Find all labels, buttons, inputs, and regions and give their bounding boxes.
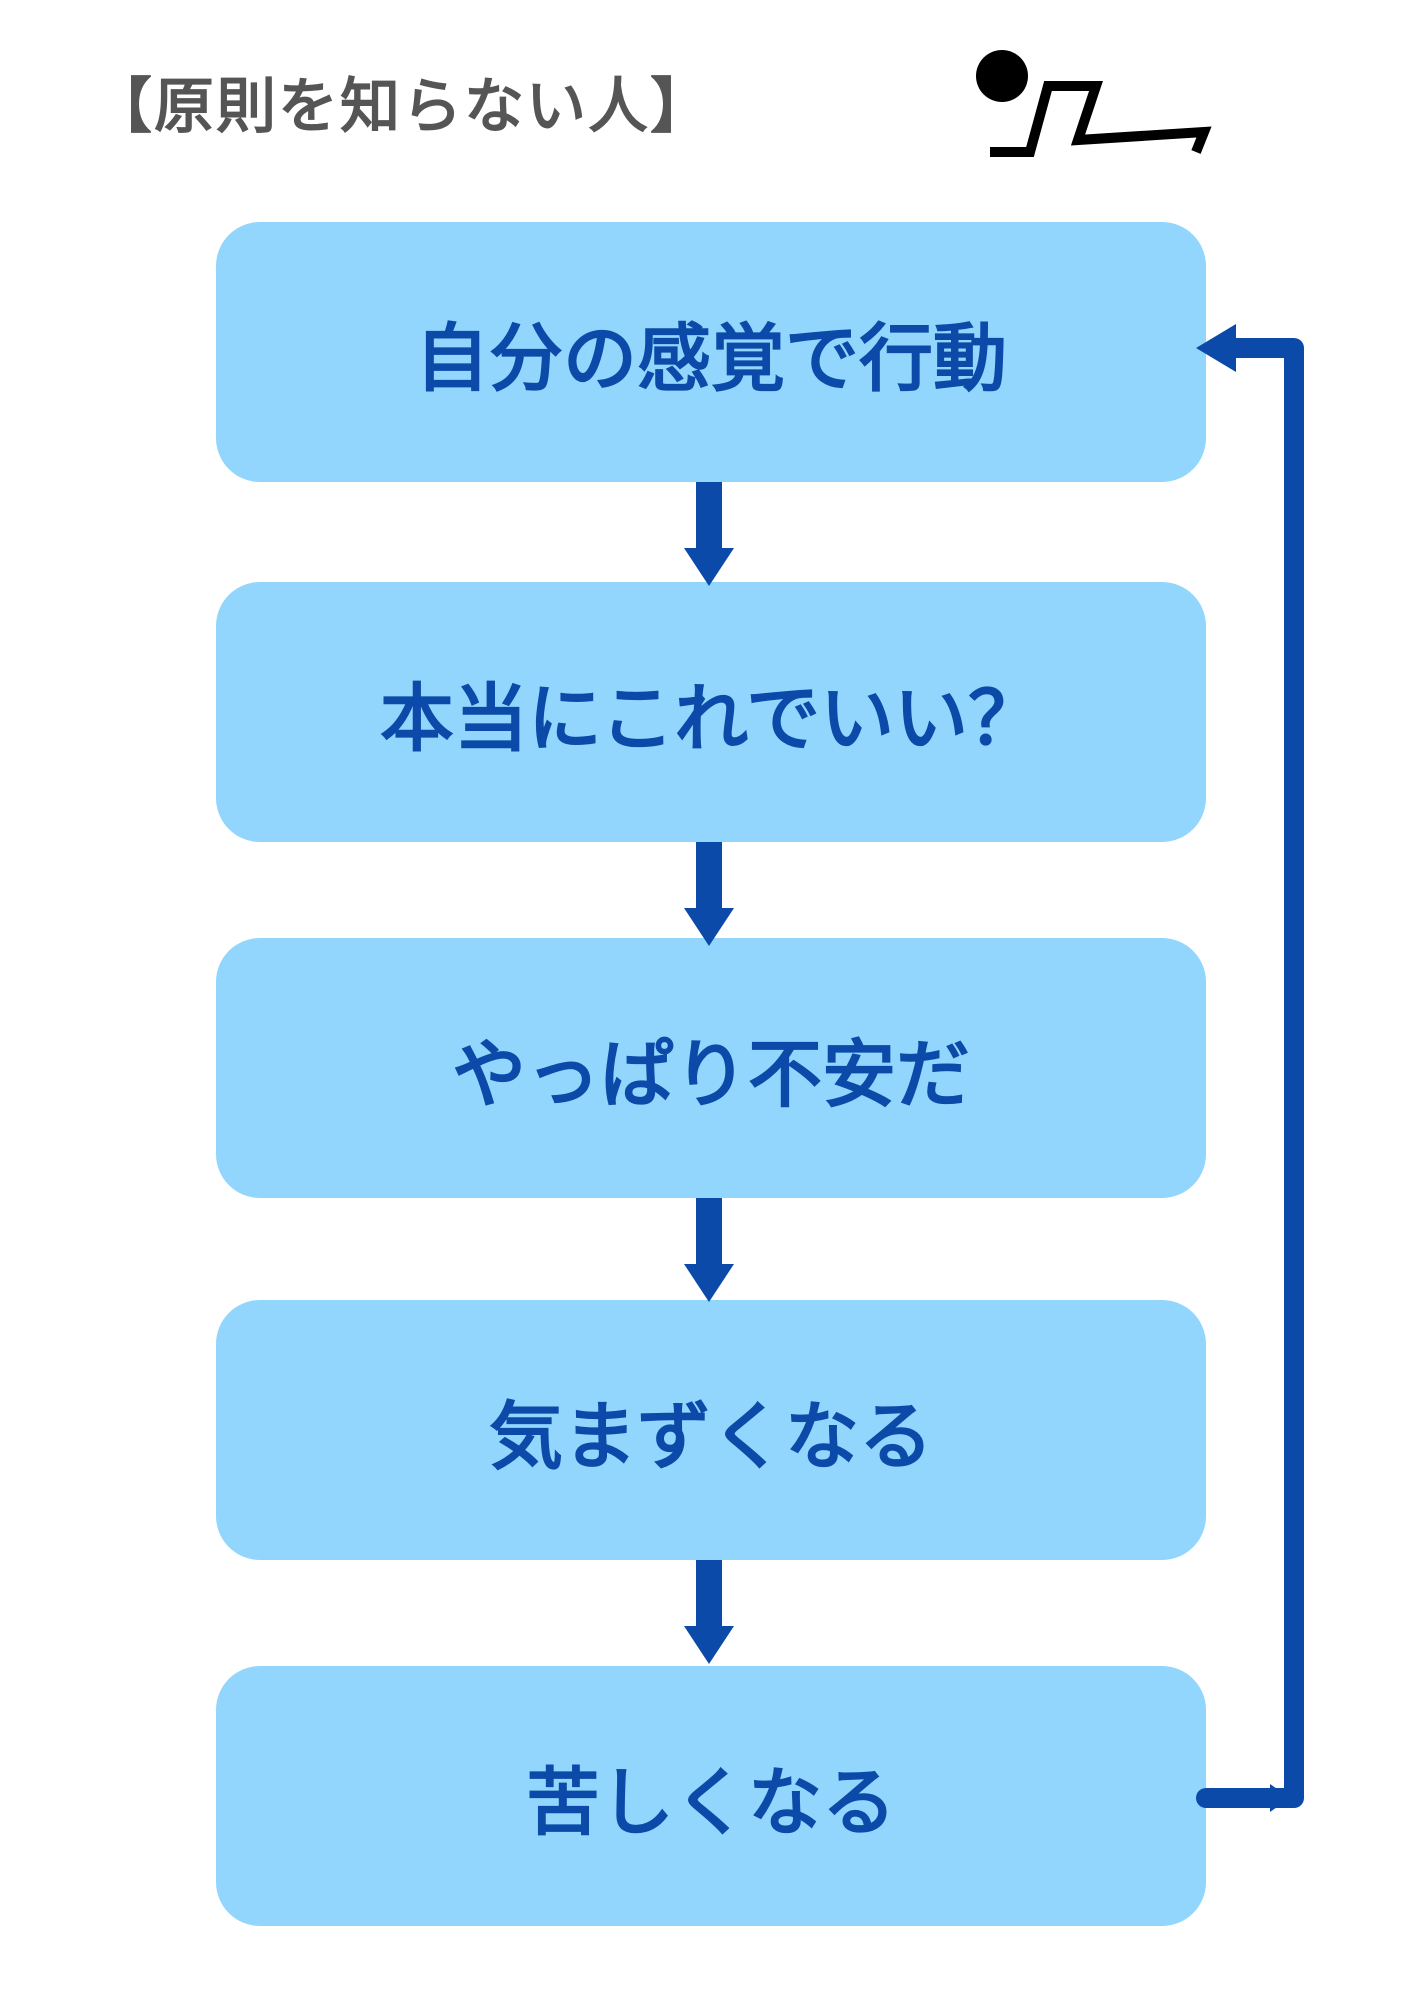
flow-step-3: やっぱり不安だ (216, 938, 1206, 1198)
flow-step-4: 気まずくなる (216, 1300, 1206, 1560)
flow-step-label: やっぱり不安だ (452, 1031, 970, 1118)
down-arrow-icon (684, 842, 734, 946)
down-arrow-icon (684, 482, 734, 586)
kneeling-person-icon (976, 50, 1212, 157)
loop-back-arrow-icon (1196, 324, 1304, 1812)
flow-step-label: 気まずくなる (489, 1393, 933, 1480)
flow-step-label: 自分の感覚で行動 (415, 315, 1007, 402)
down-arrow-icon (684, 1560, 734, 1664)
page-title: 【原則を知らない人】 (92, 72, 712, 142)
flow-step-2: 本当にこれでいい？ (216, 582, 1206, 842)
flow-step-label: 本当にこれでいい？ (379, 675, 1043, 762)
flow-step-label: 苦しくなる (526, 1759, 896, 1846)
flow-step-5: 苦しくなる (216, 1666, 1206, 1926)
down-arrow-icon (684, 1198, 734, 1302)
flow-step-1: 自分の感覚で行動 (216, 222, 1206, 482)
